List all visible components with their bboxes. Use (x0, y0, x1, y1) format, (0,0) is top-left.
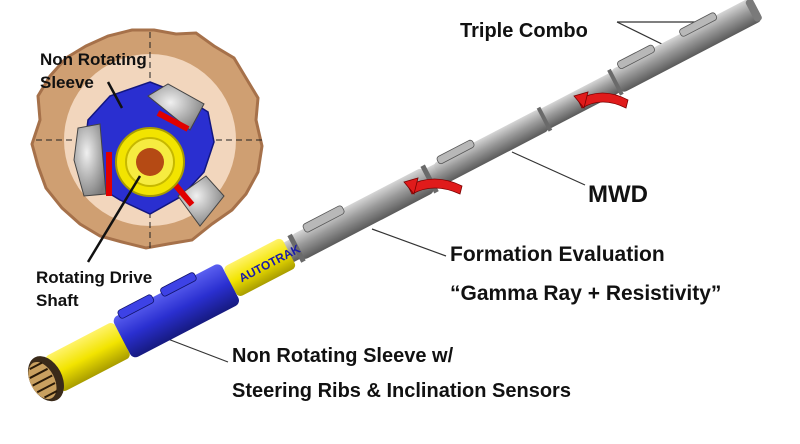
rotation-arrow-mwd (403, 177, 463, 195)
label-triple-combo: Triple Combo (460, 20, 588, 42)
label-steering-ribs: Steering Ribs & Inclination Sensors (232, 380, 571, 402)
stabilizer-fe (302, 205, 345, 233)
label-cross-section-sleeve-1: Non Rotating (40, 50, 147, 69)
rib-top (156, 110, 190, 132)
drive-shaft-core (136, 148, 164, 176)
leader-mwd (511, 151, 586, 186)
pointer-sleeve (106, 81, 124, 109)
yellow-band-upper (224, 238, 296, 296)
label-drive-shaft-1: Rotating Drive (36, 268, 153, 287)
leader-sleeve (159, 335, 229, 363)
label-mwd: MWD (588, 181, 648, 208)
drill-bit (27, 356, 64, 402)
stabilizer-triple-a (617, 44, 655, 69)
pad-top (147, 83, 205, 131)
steering-rib-1 (117, 294, 155, 319)
pad-right (177, 175, 225, 227)
pointer-shaft (86, 175, 142, 263)
stabilizer-mwd (436, 139, 475, 165)
non-rotating-sleeve (113, 264, 239, 358)
rib-right (171, 181, 195, 207)
label-drive-shaft-2: Shaft (36, 291, 79, 310)
collar-mwd (434, 110, 549, 184)
label-cross-section-sleeve-2: Sleeve (40, 73, 94, 92)
stabilizer-triple-b (679, 12, 718, 37)
rib-left (106, 152, 112, 196)
collar-fe (291, 168, 434, 259)
cross-section-inset (30, 28, 264, 263)
rotation-arrow-triple (573, 91, 629, 109)
steering-rib-2 (160, 272, 197, 297)
label-non-rotating-sleeve: Non Rotating Sleeve w/ (232, 345, 454, 367)
label-gamma-resistivity: “Gamma Ray + Resistivity” (450, 282, 722, 305)
label-formation-evaluation: Formation Evaluation (450, 243, 665, 266)
collar-triple (611, 0, 762, 92)
yellow-band-lower (45, 322, 130, 391)
leader-formation (371, 228, 447, 257)
top-end-cap (745, 0, 762, 22)
pad-left (73, 123, 107, 197)
